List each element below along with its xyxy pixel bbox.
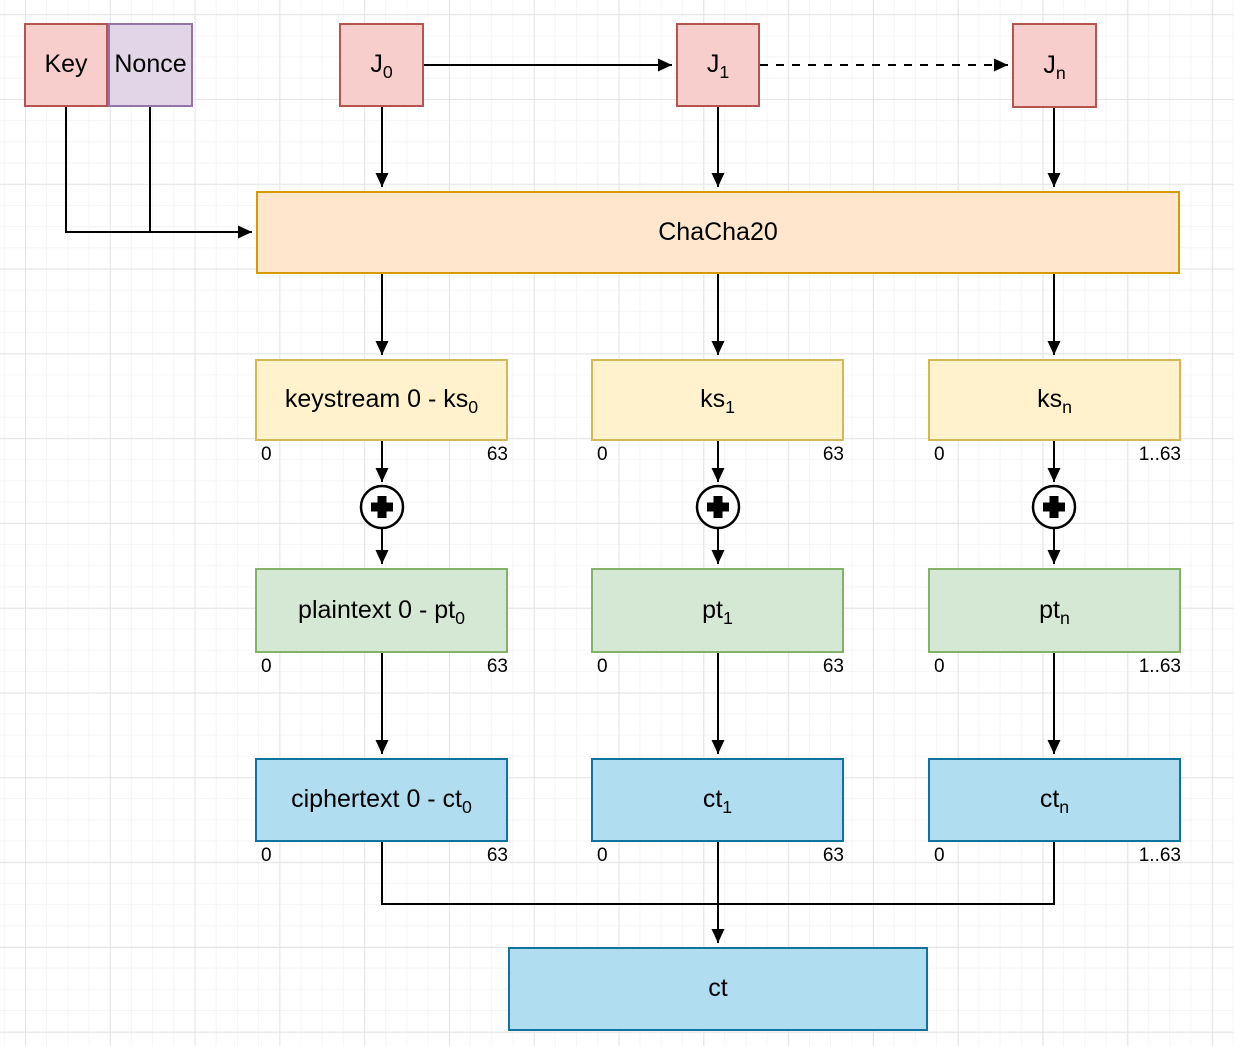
node-j0-label: J0 bbox=[370, 50, 393, 83]
node-keystream-1-label: ks1 bbox=[700, 385, 735, 418]
node-plaintext-1-label: pt1 bbox=[702, 595, 733, 628]
node-jn-label: Jn bbox=[1043, 50, 1066, 83]
node-ciphertext-1-label: ct1 bbox=[702, 785, 733, 818]
node-ciphertext-n: ctn bbox=[928, 758, 1181, 842]
bit-range-plaintext-n: 0 1..63 bbox=[928, 656, 1181, 678]
bit-end: 63 bbox=[486, 656, 508, 677]
bit-end: 1..63 bbox=[1138, 845, 1181, 866]
node-keystream-0: keystream 0 - ks0 bbox=[255, 359, 508, 441]
node-plaintext-n: ptn bbox=[928, 568, 1181, 653]
bit-end: 63 bbox=[822, 845, 844, 866]
node-keystream-1: ks1 bbox=[591, 359, 844, 441]
bit-end: 63 bbox=[486, 444, 508, 465]
node-ct-final: ct bbox=[508, 947, 928, 1031]
bit-range-ciphertext-0: 0 63 bbox=[255, 845, 508, 867]
node-ciphertext-0-label: ciphertext 0 - ct0 bbox=[291, 785, 472, 818]
xor-node-1 bbox=[695, 484, 741, 530]
node-nonce: Nonce bbox=[108, 23, 193, 107]
bit-start: 0 bbox=[934, 656, 945, 677]
node-keystream-n-label: ksn bbox=[1037, 385, 1072, 418]
bit-range-ciphertext-1: 0 63 bbox=[591, 845, 844, 867]
node-nonce-label: Nonce bbox=[114, 50, 187, 79]
xor-icon bbox=[371, 496, 393, 518]
node-key: Key bbox=[24, 23, 108, 107]
node-ciphertext-1: ct1 bbox=[591, 758, 844, 842]
bit-start: 0 bbox=[934, 444, 945, 465]
node-plaintext-0: plaintext 0 - pt0 bbox=[255, 568, 508, 653]
bit-end: 1..63 bbox=[1138, 444, 1181, 465]
node-key-label: Key bbox=[44, 50, 88, 79]
bit-range-plaintext-1: 0 63 bbox=[591, 656, 844, 678]
bit-start: 0 bbox=[261, 845, 272, 866]
node-j1: J1 bbox=[676, 23, 760, 107]
node-plaintext-0-label: plaintext 0 - pt0 bbox=[298, 595, 465, 628]
node-ciphertext-n-label: ctn bbox=[1039, 785, 1070, 818]
xor-node-n bbox=[1031, 484, 1077, 530]
node-j1-label: J1 bbox=[706, 50, 730, 83]
bit-start: 0 bbox=[597, 845, 608, 866]
bit-start: 0 bbox=[597, 656, 608, 677]
node-ciphertext-0: ciphertext 0 - ct0 bbox=[255, 758, 508, 842]
edge-key-to-chacha20 bbox=[65, 107, 252, 239]
xor-node-0 bbox=[359, 484, 405, 530]
node-keystream-n: ksn bbox=[928, 359, 1181, 441]
bit-start: 0 bbox=[261, 656, 272, 677]
edge-ct0-to-join bbox=[381, 842, 718, 905]
node-jn: Jn bbox=[1012, 23, 1097, 108]
node-ct-final-label: ct bbox=[708, 974, 728, 1003]
bit-start: 0 bbox=[597, 444, 608, 465]
edge-ctn-to-join bbox=[718, 842, 1055, 905]
xor-icon bbox=[707, 496, 729, 518]
bit-start: 0 bbox=[934, 845, 945, 866]
xor-icon bbox=[1043, 496, 1065, 518]
bit-end: 63 bbox=[822, 444, 844, 465]
node-j0: J0 bbox=[339, 23, 424, 107]
node-chacha20-label: ChaCha20 bbox=[658, 217, 778, 246]
bit-range-keystream-n: 0 1..63 bbox=[928, 444, 1181, 466]
bit-range-plaintext-0: 0 63 bbox=[255, 656, 508, 678]
node-keystream-0-label: keystream 0 - ks0 bbox=[284, 385, 479, 418]
bit-range-ciphertext-n: 0 1..63 bbox=[928, 845, 1181, 867]
bit-end: 63 bbox=[822, 656, 844, 677]
bit-start: 0 bbox=[261, 444, 272, 465]
node-plaintext-n-label: ptn bbox=[1039, 595, 1070, 628]
node-chacha20: ChaCha20 bbox=[256, 191, 1180, 274]
node-plaintext-1: pt1 bbox=[591, 568, 844, 653]
bit-range-keystream-0: 0 63 bbox=[255, 444, 508, 466]
bit-end: 63 bbox=[486, 845, 508, 866]
bit-end: 1..63 bbox=[1138, 656, 1181, 677]
bit-range-keystream-1: 0 63 bbox=[591, 444, 844, 466]
